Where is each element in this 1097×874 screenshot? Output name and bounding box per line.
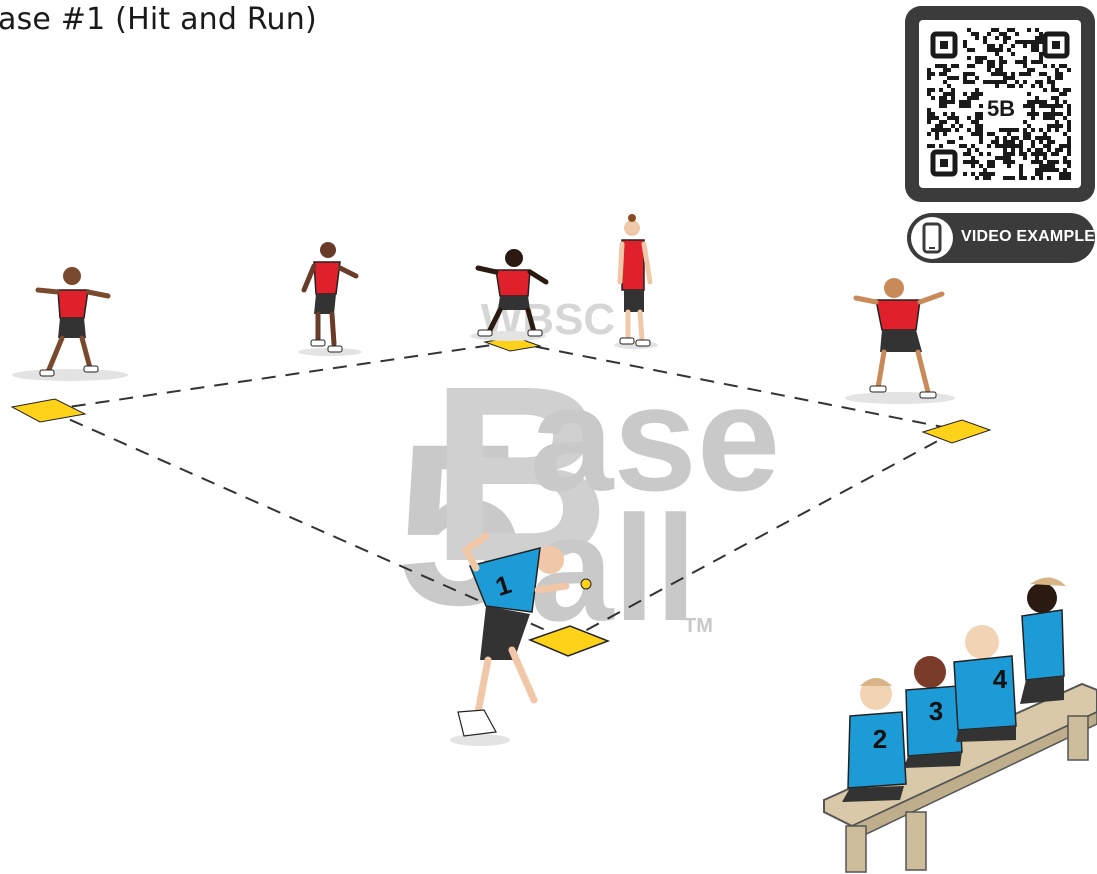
base-second: [483, 336, 542, 352]
base-path-lines: [47, 341, 959, 641]
batter-number: 1: [492, 569, 515, 602]
fielder-second: [475, 249, 549, 337]
watermark-brand-bottom: all: [530, 484, 697, 652]
watermark-brand-top: ase: [530, 354, 780, 522]
bench-player-4: 4: [953, 625, 1017, 742]
fielder-shortstop: [301, 242, 359, 353]
bench-number-2: 2: [873, 724, 887, 754]
video-example-button[interactable]: VIDEO EXAMPLE: [907, 213, 1095, 263]
batter: 1: [457, 532, 592, 737]
bench-number-4: 4: [993, 664, 1008, 694]
ball-icon: [580, 578, 592, 590]
fielder-third: [35, 267, 111, 377]
qr-code[interactable]: 5B: [919, 20, 1081, 188]
bench-number-3: 3: [929, 696, 943, 726]
watermark-trademark: TM: [684, 615, 713, 637]
phone-icon: [911, 217, 953, 259]
fielder-first: [853, 278, 945, 399]
qr-code-pattern: 5B: [927, 28, 1071, 180]
base-home: [527, 625, 611, 657]
video-example-label: VIDEO EXAMPLE: [961, 228, 1096, 245]
qr-logo: 5B: [987, 96, 1015, 121]
watermark-numeral: 5: [396, 396, 524, 653]
base-third: [10, 398, 87, 423]
qr-code-card[interactable]: 5B: [905, 6, 1095, 202]
bench: [823, 682, 1097, 873]
bases: [10, 336, 992, 657]
base-first: [921, 419, 992, 444]
bench-player-2: 2: [842, 678, 907, 802]
watermark-letter: B: [430, 334, 611, 613]
fielder-standing: [617, 214, 653, 347]
watermark-org: WBSC: [481, 295, 615, 344]
bench-player-5: [1020, 577, 1066, 704]
drill-title: ase #1 (Hit and Run): [0, 2, 317, 37]
bench-player-3: 3: [904, 656, 963, 768]
watermark-logo: WBSC 5 B ase all TM: [396, 295, 780, 653]
